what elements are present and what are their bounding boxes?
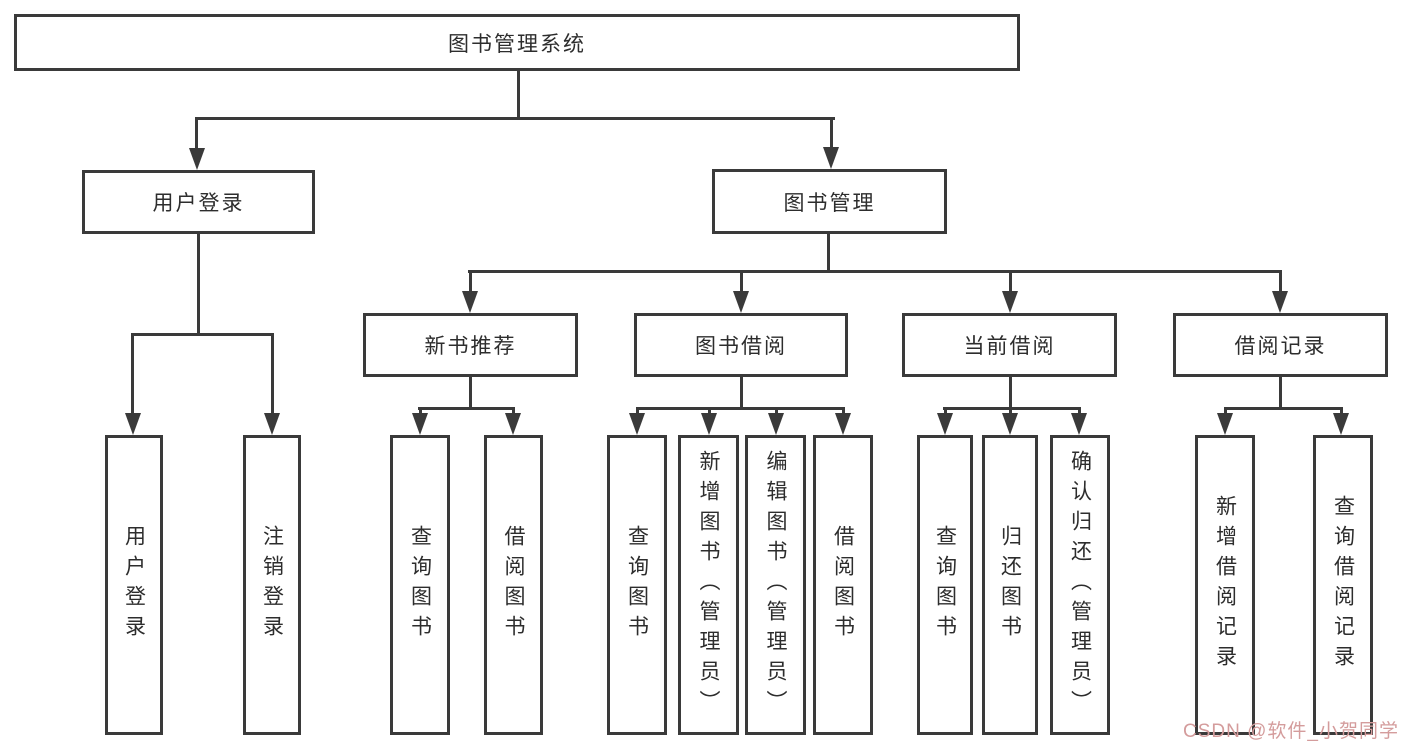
leaf-return-book-label: 归还图书 xyxy=(998,525,1022,645)
arrow-down-icon xyxy=(835,413,851,435)
line xyxy=(1224,407,1343,410)
node-current-borrow-label: 当前借阅 xyxy=(963,335,1056,358)
line xyxy=(197,234,200,336)
line xyxy=(944,407,947,415)
node-book-borrow: 图书借阅 xyxy=(634,313,848,377)
line xyxy=(131,333,134,415)
line xyxy=(419,407,422,415)
line xyxy=(1224,407,1227,415)
leaf-query-books-current: 查询图书 xyxy=(917,435,973,735)
line xyxy=(775,407,778,415)
line xyxy=(517,70,520,119)
leaf-logout: 注销登录 xyxy=(243,435,301,735)
node-borrow-records-label: 借阅记录 xyxy=(1234,335,1327,358)
leaf-add-book-admin-label: 新增图书（管理员） xyxy=(697,450,720,720)
node-user-login-label: 用户登录 xyxy=(152,192,245,215)
line xyxy=(1009,270,1012,293)
node-new-book-recommend: 新书推荐 xyxy=(363,313,578,377)
line xyxy=(418,407,515,410)
line xyxy=(469,270,472,293)
leaf-add-borrow-record: 新增借阅记录 xyxy=(1195,435,1255,735)
line xyxy=(1009,377,1012,410)
arrow-down-icon xyxy=(937,413,953,435)
line xyxy=(469,377,472,410)
csdn-watermark: CSDN @软件_小贺同学 xyxy=(1183,721,1399,742)
arrow-down-icon xyxy=(505,413,521,435)
leaf-logout-label: 注销登录 xyxy=(260,525,284,645)
node-user-login: 用户登录 xyxy=(82,170,315,234)
arrow-down-icon xyxy=(1272,291,1288,313)
node-borrow-records: 借阅记录 xyxy=(1173,313,1388,377)
arrow-down-icon xyxy=(1071,413,1087,435)
line xyxy=(1279,377,1282,410)
leaf-query-books-recommend: 查询图书 xyxy=(390,435,450,735)
leaf-user-login-label: 用户登录 xyxy=(122,525,146,645)
arrow-down-icon xyxy=(1217,413,1233,435)
line xyxy=(830,117,833,149)
leaf-user-login: 用户登录 xyxy=(105,435,163,735)
line xyxy=(708,407,711,415)
line xyxy=(827,233,830,273)
arrow-down-icon xyxy=(701,413,717,435)
leaf-confirm-return-admin-label: 确认归还（管理员） xyxy=(1068,450,1092,720)
arrow-down-icon xyxy=(462,291,478,313)
line xyxy=(196,117,835,120)
leaf-add-borrow-record-label: 新增借阅记录 xyxy=(1213,495,1237,675)
line xyxy=(195,117,198,150)
leaf-borrow-books-recommend: 借阅图书 xyxy=(484,435,543,735)
leaf-query-books-borrow-label: 查询图书 xyxy=(625,525,649,645)
line xyxy=(1078,407,1081,415)
arrow-down-icon xyxy=(412,413,428,435)
arrow-down-icon xyxy=(733,291,749,313)
leaf-query-borrow-record-label: 查询借阅记录 xyxy=(1331,495,1355,675)
leaf-borrow-books-recommend-label: 借阅图书 xyxy=(502,525,525,645)
node-root-label: 图书管理系统 xyxy=(448,32,586,56)
leaf-edit-book-admin: 编辑图书（管理员） xyxy=(745,435,806,735)
node-current-borrow: 当前借阅 xyxy=(902,313,1117,377)
arrow-down-icon xyxy=(1002,413,1018,435)
line xyxy=(740,270,743,293)
leaf-edit-book-admin-label: 编辑图书（管理员） xyxy=(764,450,787,720)
line xyxy=(468,270,1282,273)
arrow-down-icon xyxy=(1002,291,1018,313)
node-book-borrow-label: 图书借阅 xyxy=(695,335,787,358)
arrow-down-icon xyxy=(125,413,141,435)
line xyxy=(132,333,274,336)
line xyxy=(1009,407,1012,415)
leaf-confirm-return-admin: 确认归还（管理员） xyxy=(1050,435,1110,735)
leaf-borrow-books: 借阅图书 xyxy=(813,435,873,735)
node-root: 图书管理系统 xyxy=(14,14,1020,71)
node-book-management-label: 图书管理 xyxy=(783,191,876,215)
line xyxy=(842,407,845,415)
arrow-down-icon xyxy=(189,148,205,170)
line xyxy=(1340,407,1343,415)
line xyxy=(512,407,515,415)
leaf-add-book-admin: 新增图书（管理员） xyxy=(678,435,739,735)
line xyxy=(943,407,1081,410)
leaf-borrow-books-label: 借阅图书 xyxy=(831,525,855,645)
line xyxy=(271,333,274,415)
arrow-down-icon xyxy=(823,147,839,169)
arrow-down-icon xyxy=(768,413,784,435)
line xyxy=(740,377,743,410)
leaf-query-books-recommend-label: 查询图书 xyxy=(408,525,432,645)
arrow-down-icon xyxy=(1333,413,1349,435)
leaf-query-borrow-record: 查询借阅记录 xyxy=(1313,435,1373,735)
leaf-query-books-borrow: 查询图书 xyxy=(607,435,667,735)
arrow-down-icon xyxy=(629,413,645,435)
node-book-management: 图书管理 xyxy=(712,169,947,234)
arrow-down-icon xyxy=(264,413,280,435)
node-new-book-recommend-label: 新书推荐 xyxy=(424,335,517,358)
line xyxy=(636,407,845,410)
leaf-query-books-current-label: 查询图书 xyxy=(933,525,957,645)
line xyxy=(1279,270,1282,293)
line xyxy=(636,407,639,415)
leaf-return-book: 归还图书 xyxy=(982,435,1038,735)
